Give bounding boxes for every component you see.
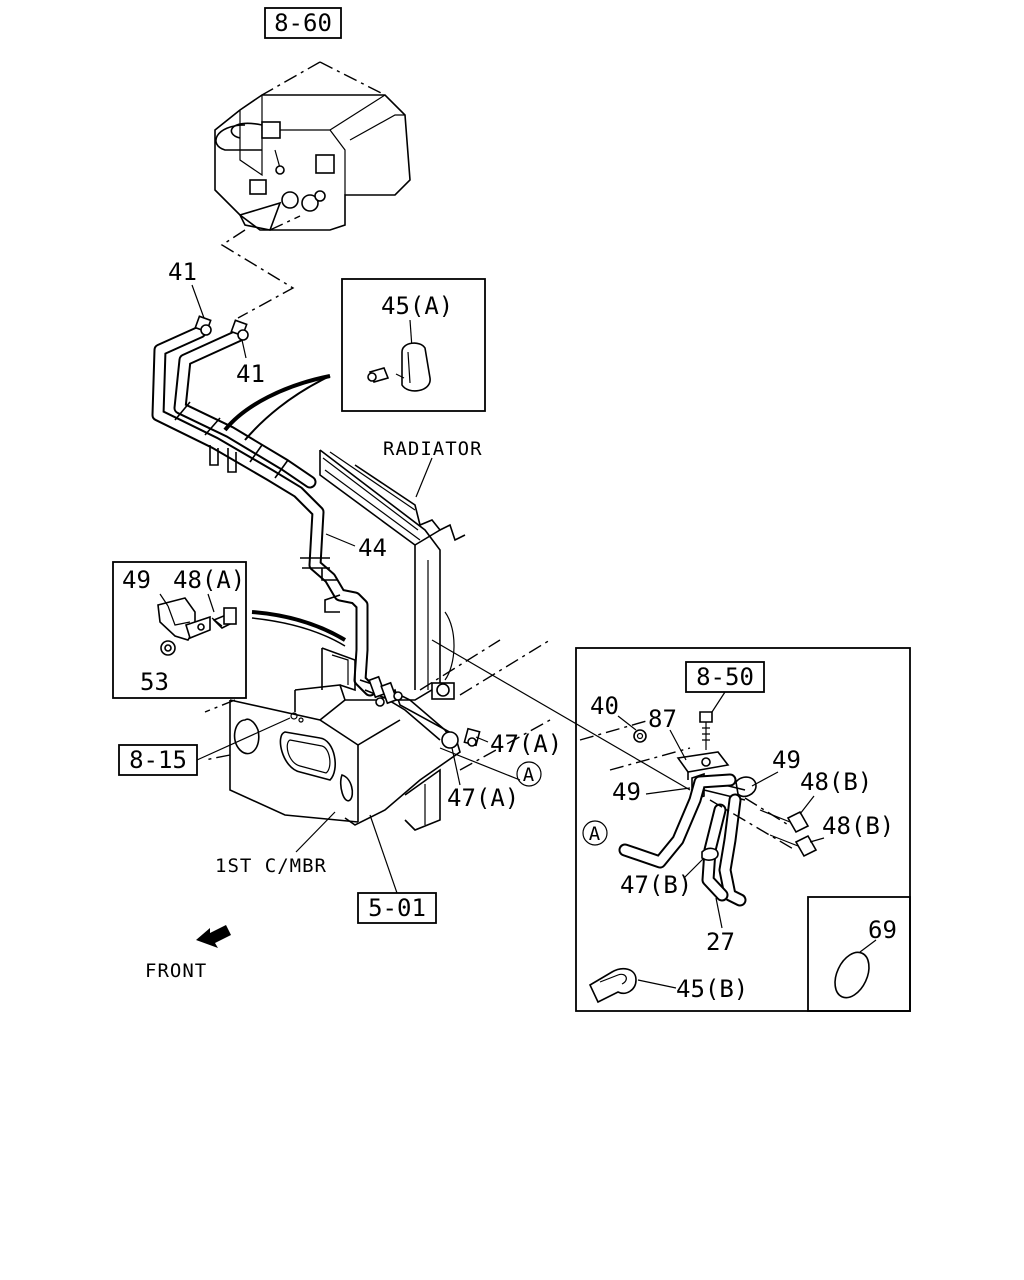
callout-27: 27 (706, 928, 735, 956)
ref-box-8-15: 8-15 (118, 744, 198, 776)
circle-a-marker-main: A (516, 761, 542, 787)
callout-47b: 47(B) (620, 871, 692, 899)
inset-45a: 45(A) (341, 278, 486, 412)
callout-53: 53 (140, 668, 169, 696)
detail-box-main (575, 647, 911, 1012)
ref-5-01-label: 5-01 (368, 894, 426, 922)
callout-48a: 48(A) (173, 566, 245, 594)
callout-69: 69 (868, 916, 897, 944)
callout-44: 44 (358, 534, 387, 562)
circle-a-marker-detail: A (582, 820, 608, 846)
ref-box-8-60: 8-60 (264, 7, 342, 39)
inset-bracket-49: 49 48(A) 53 (112, 561, 247, 699)
callout-41-lower: 41 (236, 360, 265, 388)
ref-box-8-50: 8-50 (685, 661, 765, 693)
callout-49-right-b: 49 (612, 778, 641, 806)
callout-40: 40 (590, 692, 619, 720)
label-front: FRONT (145, 960, 207, 982)
callout-45a: 45(A) (381, 292, 453, 320)
detail-box-o-ring: 69 (807, 896, 911, 1012)
crossmember-1st (229, 647, 461, 831)
callout-49-inset: 49 (122, 566, 151, 594)
callout-49-right-a: 49 (772, 746, 801, 774)
front-arrow-icon (196, 925, 231, 948)
callout-47a-upper: 47(A) (490, 730, 562, 758)
clamp-41-lower (230, 319, 249, 341)
callout-48b-upper: 48(B) (800, 768, 872, 796)
svg-text:A: A (589, 823, 601, 845)
ref-box-5-01: 5-01 (357, 892, 437, 924)
callout-41-upper: 41 (168, 258, 197, 286)
clamp-41-upper (194, 315, 212, 336)
svg-text:A: A (523, 764, 535, 786)
callout-48b-lower: 48(B) (822, 812, 894, 840)
callout-87: 87 (648, 705, 677, 733)
pipe-fittings (359, 675, 481, 749)
callout-47a-lower: 47(A) (447, 784, 519, 812)
label-crossmember: 1ST C/MBR (215, 855, 327, 877)
ref-8-50-label: 8-50 (696, 663, 754, 691)
detail-assembly (579, 711, 818, 907)
ref-8-15-label: 8-15 (129, 746, 187, 774)
reservoir-unit (214, 94, 411, 231)
radiator (319, 449, 466, 701)
callout-45b: 45(B) (676, 975, 748, 1003)
clip-45b (588, 967, 637, 1004)
heater-hose-44 (151, 325, 377, 697)
ref-8-60-label: 8-60 (274, 9, 332, 37)
label-radiator: RADIATOR (383, 438, 483, 460)
